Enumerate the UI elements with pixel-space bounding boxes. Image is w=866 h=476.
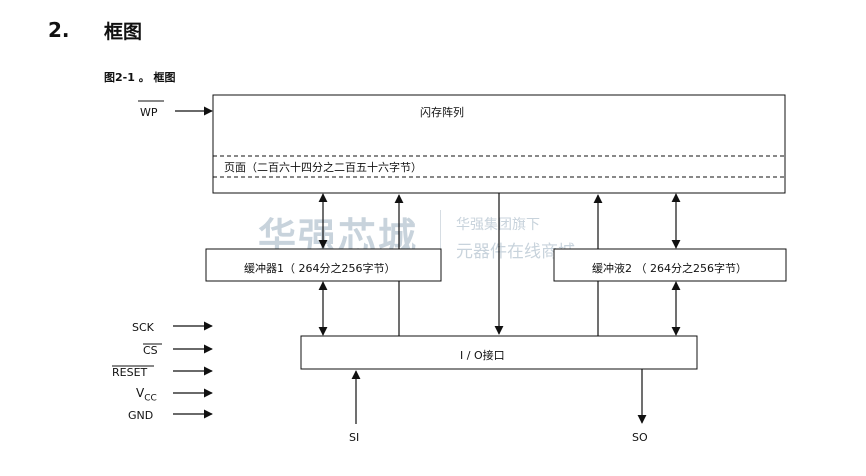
flash-array-label: 闪存阵列 <box>420 106 464 119</box>
pin-si-label: SI <box>349 431 360 444</box>
flash-array-box <box>212 94 786 194</box>
pin-gnd-label: GND <box>128 409 154 422</box>
watermark-line1: 华强集团旗下 <box>456 217 540 233</box>
pin-sck-label: SCK <box>132 321 154 334</box>
pin-reset-label: RESET <box>112 366 148 379</box>
watermark-divider <box>440 210 441 256</box>
pin-vcc-main: V <box>136 386 145 400</box>
section-title: 框图 <box>104 21 143 43</box>
io-interface-label: I / O接口 <box>460 349 505 362</box>
pin-so-label: SO <box>632 431 648 444</box>
pin-wp-label: WP <box>140 106 158 119</box>
section-number: 2. <box>48 18 70 42</box>
buffer2-label: 缓冲液2 （ 264分之256字节） <box>592 262 747 275</box>
pin-cs-label: CS <box>143 344 158 357</box>
io-interface-box <box>300 335 698 370</box>
buffer1-box <box>205 248 442 282</box>
pin-vcc-label: VCC <box>136 386 157 403</box>
pin-vcc-subscript: CC <box>144 393 157 404</box>
figure-caption: 图2-1 。 框图 <box>104 71 176 84</box>
watermark-line2: 元器件在线商城 <box>456 242 575 262</box>
buffer1-label: 缓冲器1（ 264分之256字节） <box>244 262 396 275</box>
page-label: 页面（二百六十四分之二百五十六字节） <box>224 161 422 174</box>
buffer2-box <box>553 248 787 282</box>
